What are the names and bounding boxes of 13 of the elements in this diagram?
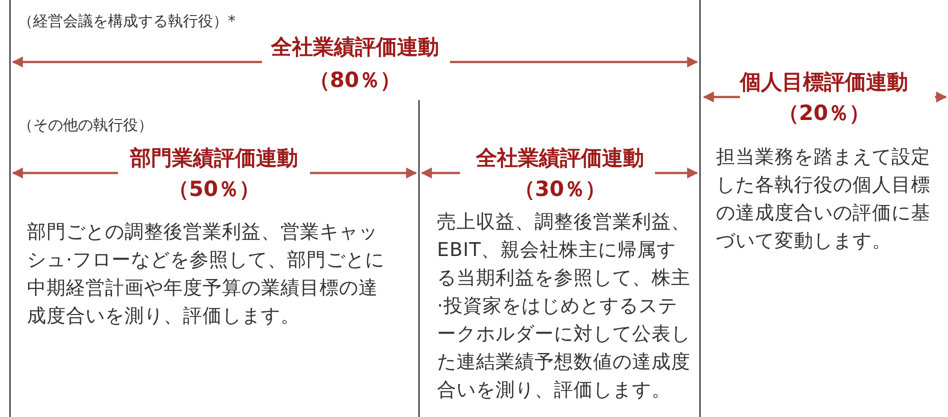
heading-text: （80％）	[308, 67, 402, 93]
description-text: 部門ごとの調整後営業利益、営業キャッシュ·フローなどを参照して、部門ごとに中期経営計画や年度予算の業績目標の達成度合いを測り、評価します。	[27, 220, 386, 329]
heading-text: 部門業績評価連動	[130, 145, 298, 171]
heading-text: （20％）	[778, 100, 870, 126]
heading-text: （50％）	[168, 176, 260, 202]
heading-text: 全社業績評価連動	[271, 34, 439, 60]
group-note: （経営会議を構成する執行役）*	[18, 12, 236, 31]
group-note: （その他の執行役）	[18, 116, 153, 135]
heading-text: （30％）	[514, 176, 606, 202]
description-text: 担当業務を踏まえて設定した各執行役の個人目標の達成度合いの評価に基づいて変動します。	[716, 145, 932, 254]
description-text: 売上収益、調整後営業利益、EBIT、親会社株主に帰属する当期利益を参照して、株主·投資家をはじめとするステークホルダーに対して公表した連結業績予想数値の達成度合いを測り、評価します。	[437, 210, 692, 403]
heading-text: 個人目標評価連動	[740, 69, 908, 95]
heading-text: 全社業績評価連動	[476, 145, 644, 171]
